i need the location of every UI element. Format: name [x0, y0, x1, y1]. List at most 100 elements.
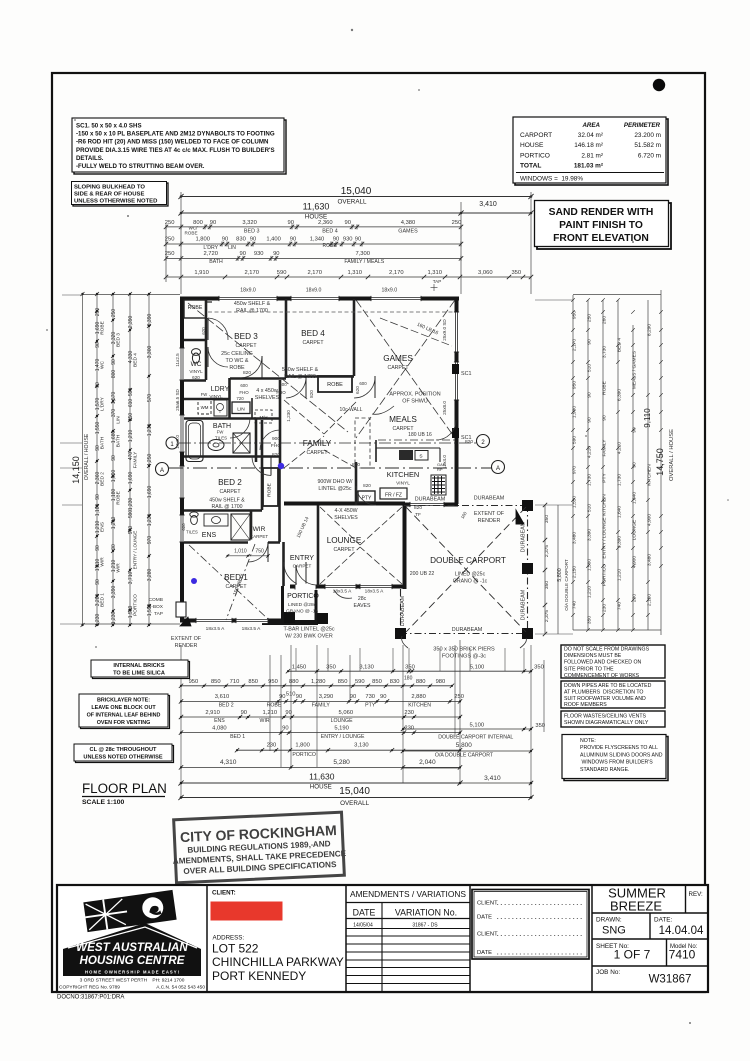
- svg-text:14,150: 14,150: [71, 456, 81, 484]
- svg-text:750: 750: [255, 549, 264, 555]
- svg-text:570: 570: [147, 394, 153, 403]
- svg-text:SCALE 1:100: SCALE 1:100: [82, 799, 125, 806]
- svg-text:ROBE: ROBE: [267, 483, 273, 497]
- svg-text:4 x 450w: 4 x 450w: [256, 388, 278, 394]
- svg-text:930: 930: [254, 251, 264, 257]
- svg-text:820: 820: [272, 452, 280, 458]
- svg-text:1,230: 1,230: [286, 410, 291, 422]
- svg-text:OVEN FOR VENTING: OVEN FOR VENTING: [97, 720, 151, 726]
- svg-text:950: 950: [189, 679, 199, 685]
- svg-text:90: 90: [250, 237, 256, 243]
- svg-text:4,380: 4,380: [401, 220, 416, 226]
- svg-text:450w SHELF &: 450w SHELF &: [209, 498, 245, 504]
- svg-text:RENDER: RENDER: [478, 518, 501, 524]
- svg-text:900W DHO W/: 900W DHO W/: [317, 479, 353, 485]
- svg-text:25c CEILING: 25c CEILING: [221, 351, 253, 357]
- svg-text:25a6.5 SD: 25a6.5 SD: [175, 388, 180, 410]
- svg-text:230: 230: [632, 594, 638, 602]
- svg-text:4,330: 4,330: [128, 351, 134, 364]
- svg-text:COMMENCEMENT OF WORKS: COMMENCEMENT OF WORKS: [564, 673, 640, 679]
- svg-text:FAMILY: FAMILY: [602, 439, 608, 457]
- svg-text:950: 950: [572, 381, 578, 389]
- svg-text:850: 850: [338, 679, 348, 685]
- svg-text:DOCNO:31867:P01:DRA: DOCNO:31867:P01:DRA: [57, 995, 124, 1001]
- svg-text:O/A DOUBLE CARPORT: O/A DOUBLE CARPORT: [435, 753, 494, 759]
- svg-text:730: 730: [365, 694, 375, 700]
- svg-text:CARPET: CARPET: [219, 489, 241, 495]
- svg-text:620: 620: [181, 523, 186, 531]
- svg-text:18x3.5 A: 18x3.5 A: [206, 626, 225, 632]
- svg-text:4,900: 4,900: [647, 514, 653, 527]
- svg-text:510: 510: [587, 504, 593, 512]
- svg-text:51.582 m: 51.582 m: [634, 142, 661, 149]
- svg-text:PTY: PTY: [362, 496, 372, 502]
- svg-text:1,690: 1,690: [95, 322, 101, 335]
- svg-text:740: 740: [572, 601, 578, 609]
- svg-text:800: 800: [193, 220, 203, 226]
- svg-text:SAND RENDER WITH: SAND RENDER WITH: [549, 207, 654, 218]
- svg-text:DATE: DATE: [353, 908, 376, 918]
- svg-text:WC: WC: [100, 360, 106, 369]
- svg-text:DETAILS.: DETAILS.: [76, 155, 104, 162]
- svg-text:880: 880: [289, 679, 299, 685]
- svg-text:BED 3: BED 3: [244, 228, 260, 234]
- svg-text:BED 1: BED 1: [224, 573, 248, 582]
- svg-text:BED 4: BED 4: [322, 228, 338, 234]
- svg-text:PTY: PTY: [365, 703, 376, 709]
- svg-text:APPROX. POSITION: APPROX. POSITION: [389, 392, 440, 398]
- svg-text:FHO: FHO: [276, 390, 286, 395]
- svg-text:SLOPING BULKHEAD TO: SLOPING BULKHEAD TO: [74, 185, 145, 191]
- svg-text:UNLESS OTHERWISE NOTED: UNLESS OTHERWISE NOTED: [74, 199, 157, 205]
- svg-text:90: 90: [111, 455, 117, 461]
- svg-text:SC1: SC1: [461, 371, 472, 377]
- svg-text:25x8.0: 25x8.0: [442, 401, 447, 415]
- svg-text:2,360: 2,360: [95, 472, 101, 485]
- svg-text:4,310: 4,310: [220, 759, 237, 766]
- svg-text:DIMENSIONS MUST BE: DIMENSIONS MUST BE: [564, 653, 622, 659]
- svg-text:ADDRESS:: ADDRESS:: [213, 935, 245, 942]
- svg-text:1,210: 1,210: [95, 521, 101, 534]
- svg-text:GRANO @ -1c: GRANO @ -1c: [453, 579, 488, 585]
- svg-text:250: 250: [165, 251, 175, 257]
- svg-text:INTERNAL BRICKS: INTERNAL BRICKS: [113, 663, 164, 669]
- svg-text:TAP: TAP: [433, 279, 442, 284]
- svg-text:1,910: 1,910: [194, 270, 209, 276]
- svg-text:3,480: 3,480: [572, 532, 578, 545]
- svg-text:AREA: AREA: [581, 122, 600, 129]
- svg-text:T-BAR LINTEL @25c: T-BAR LINTEL @25c: [283, 627, 334, 633]
- svg-text:VINYL: VINYL: [396, 481, 410, 487]
- svg-text:BED 1: BED 1: [100, 593, 106, 607]
- svg-text:2.81 m²: 2.81 m²: [581, 152, 603, 159]
- svg-text:RAIL @ 1700: RAIL @ 1700: [211, 504, 242, 510]
- svg-text:850: 850: [372, 679, 382, 685]
- svg-text:11x2.5: 11x2.5: [175, 353, 180, 367]
- svg-text:WIR: WIR: [100, 557, 106, 567]
- svg-text:350: 350: [535, 723, 545, 729]
- svg-text:2: 2: [481, 440, 485, 446]
- svg-text:930: 930: [343, 237, 353, 243]
- svg-text:LIN: LIN: [228, 245, 236, 251]
- svg-text:250: 250: [587, 314, 593, 322]
- svg-text:600: 600: [279, 382, 287, 387]
- svg-text:230: 230: [404, 725, 414, 731]
- svg-text:880: 880: [416, 679, 426, 685]
- svg-text:1,230: 1,230: [128, 498, 134, 511]
- svg-text:90: 90: [239, 251, 245, 257]
- svg-text:2,910: 2,910: [205, 710, 220, 716]
- svg-text:90: 90: [95, 545, 101, 551]
- svg-text:1,450: 1,450: [292, 664, 307, 670]
- svg-text:KITCHEN: KITCHEN: [408, 703, 431, 709]
- svg-text:OF SHWU: OF SHWU: [402, 399, 428, 405]
- svg-text:15,040: 15,040: [339, 786, 370, 797]
- svg-text:BED 1: BED 1: [230, 734, 245, 740]
- svg-text:WIR: WIR: [116, 563, 122, 573]
- svg-text:720: 720: [236, 396, 244, 401]
- svg-text:5,190: 5,190: [334, 725, 349, 731]
- svg-text:TOTAL: TOTAL: [520, 163, 541, 170]
- svg-text:620: 620: [201, 327, 206, 335]
- svg-text:90: 90: [587, 417, 593, 423]
- svg-text:ENTRY: ENTRY: [290, 553, 314, 562]
- svg-text:FAMILY: FAMILY: [303, 439, 332, 448]
- svg-text:2,390: 2,390: [128, 316, 134, 329]
- svg-text:FW: FW: [217, 430, 225, 435]
